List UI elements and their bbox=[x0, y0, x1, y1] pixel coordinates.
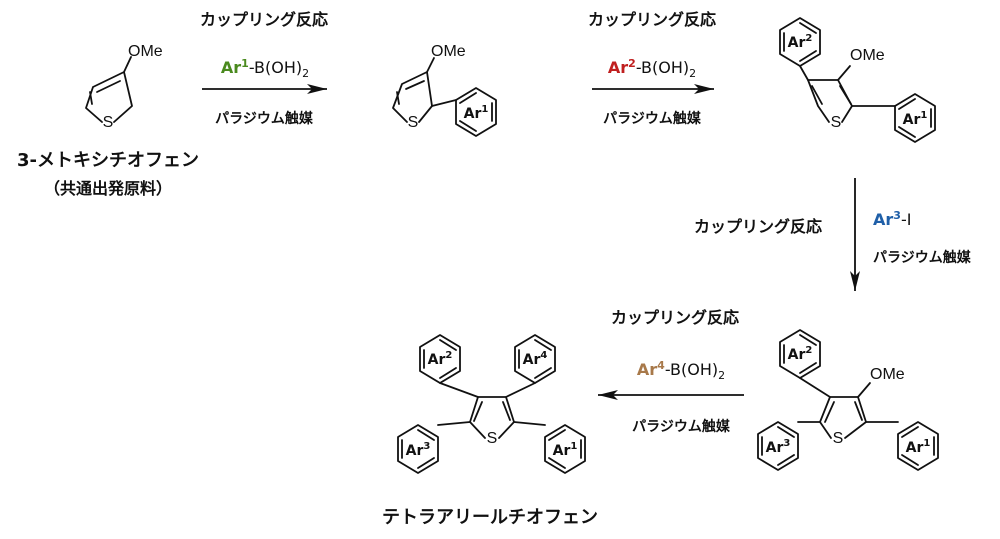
step-1-reaction-type: カップリング反応 bbox=[200, 10, 328, 29]
reaction-step-3: カップリング反応 Ar3-I パラジウム触媒 bbox=[694, 178, 972, 291]
double-bonds bbox=[811, 85, 852, 105]
reaction-step-1: カップリング反応 Ar1-B(OH)2 パラジウム触媒 bbox=[200, 10, 328, 127]
aryl-4-label: Ar bbox=[637, 360, 657, 379]
molecule-4-triaryl-thiophene: Ar2 S OMe Ar3 Ar1 bbox=[757, 329, 939, 471]
aryl-3-ring: Ar3 bbox=[757, 421, 799, 471]
methoxy-label: OMe bbox=[850, 47, 885, 64]
molecule-3-methoxythiophene: S OMe bbox=[85, 43, 163, 131]
aryl-4-label: Ar4 bbox=[523, 350, 548, 368]
methoxy-label: OMe bbox=[870, 366, 905, 383]
aryl-2-ring: Ar2 bbox=[419, 334, 461, 384]
aryl-1-label: Ar bbox=[221, 58, 241, 77]
aryl-1-ring: Ar1 bbox=[455, 87, 497, 137]
step-2-reagent: Ar2-B(OH)2 bbox=[608, 57, 696, 80]
start-material-name: 3-メトキシチオフェン bbox=[17, 150, 199, 171]
aryl-1-bond bbox=[431, 99, 457, 107]
aryl-3-ring: Ar3 bbox=[397, 424, 439, 474]
aryl-2-label: Ar2 bbox=[788, 345, 813, 363]
step-3-reagent: Ar3-I bbox=[873, 209, 911, 229]
molecule-3-diaryl-thiophene: Ar2 S OMe Ar1 bbox=[779, 17, 936, 143]
reaction-step-4: カップリング反応 Ar4-B(OH)2 パラジウム触媒 bbox=[598, 308, 744, 435]
aryl-2-label: Ar2 bbox=[428, 350, 453, 368]
aryl-2-bond bbox=[439, 382, 479, 398]
sulfur-atom: S bbox=[103, 114, 114, 131]
step-2-catalyst: パラジウム触媒 bbox=[603, 110, 702, 127]
step-2-reaction-type: カップリング反応 bbox=[588, 10, 716, 29]
double-bonds bbox=[824, 401, 863, 423]
sulfur-atom: S bbox=[833, 430, 844, 447]
double-bonds bbox=[396, 80, 425, 105]
aryl-2-ring: Ar2 bbox=[779, 17, 821, 67]
methoxy-bond bbox=[426, 57, 435, 73]
aryl-1-label: Ar1 bbox=[553, 441, 578, 459]
aryl-1-ring: Ar1 bbox=[544, 424, 586, 474]
product-name: テトラアリールチオフェン bbox=[382, 507, 598, 528]
aryl-3-label: Ar3 bbox=[406, 441, 431, 459]
aryl-1-ring: Ar1 bbox=[897, 421, 939, 471]
sulfur-atom: S bbox=[831, 114, 842, 131]
aryl-1-label: Ar1 bbox=[903, 110, 928, 128]
aryl-1-label: Ar1 bbox=[464, 104, 489, 122]
aryl-3-label: Ar3 bbox=[766, 438, 791, 456]
aryl-2-label: Ar2 bbox=[788, 33, 813, 51]
aryl-2-bond bbox=[799, 377, 831, 398]
methoxy-bond bbox=[857, 382, 871, 398]
step-1-reagent: Ar1-B(OH)2 bbox=[221, 57, 309, 80]
reaction-step-2: カップリング反応 Ar2-B(OH)2 パラジウム触媒 bbox=[588, 10, 716, 127]
aryl-1-bond bbox=[513, 421, 546, 426]
molecule-2-aryl-thiophene: S OMe Ar1 bbox=[392, 43, 497, 137]
step-3-catalyst: パラジウム触媒 bbox=[873, 249, 972, 266]
aryl-3-label: Ar bbox=[873, 210, 893, 229]
aryl-4-ring: Ar4 bbox=[514, 334, 556, 384]
step-1-catalyst: パラジウム触媒 bbox=[215, 110, 314, 127]
step-4-reaction-type: カップリング反応 bbox=[611, 308, 739, 327]
aryl-2-label: Ar bbox=[608, 58, 628, 77]
step-4-catalyst: パラジウム触媒 bbox=[632, 418, 731, 435]
methoxy-bond bbox=[837, 65, 851, 81]
aryl-3-bond bbox=[437, 421, 471, 426]
aryl-1-ring: Ar1 bbox=[894, 93, 936, 143]
thiophene-ring bbox=[392, 71, 433, 123]
step-4-reagent: Ar4-B(OH)2 bbox=[637, 359, 725, 382]
molecule-tetraarylthiophene: Ar2 Ar4 S Ar3 Ar1 bbox=[397, 334, 586, 474]
sulfur-atom: S bbox=[408, 114, 419, 131]
aryl-2-ring: Ar2 bbox=[779, 329, 821, 379]
aryl-2-bond bbox=[799, 65, 809, 81]
double-bonds bbox=[89, 80, 121, 105]
methoxy-bond bbox=[123, 56, 132, 73]
start-material-note: （共通出発原料） bbox=[44, 179, 172, 198]
double-bonds bbox=[473, 401, 511, 422]
aryl-1-label: Ar1 bbox=[906, 438, 931, 456]
sulfur-atom: S bbox=[487, 430, 498, 447]
step-3-reaction-type: カップリング反応 bbox=[694, 217, 822, 236]
aryl-4-bond bbox=[505, 382, 536, 398]
methoxy-label: OMe bbox=[431, 43, 466, 60]
methoxy-label: OMe bbox=[128, 43, 163, 60]
